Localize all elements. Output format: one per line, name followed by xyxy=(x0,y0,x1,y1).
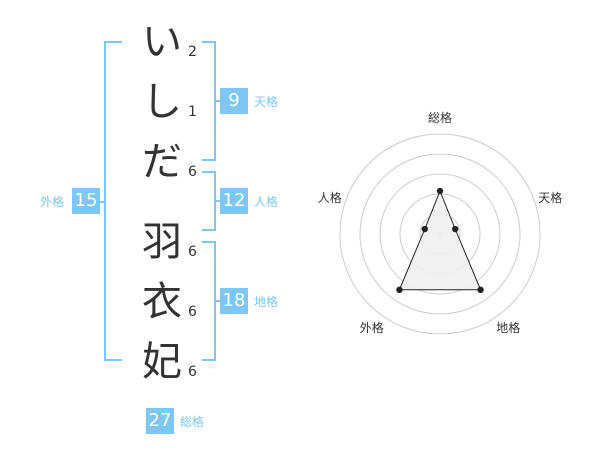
radar-ring-5 xyxy=(339,133,541,335)
name-char-1: い xyxy=(142,19,182,65)
stroke-count-3: 6 xyxy=(188,164,197,180)
name-char-4: 羽 xyxy=(142,219,182,265)
radar-axis-label-4: 人格 xyxy=(318,190,342,205)
gaikaku-badge: 15 xyxy=(72,188,100,214)
soukaku-label: 総格 xyxy=(180,415,205,429)
stroke-count-2: 1 xyxy=(188,104,197,120)
radar-axis-label-0: 総格 xyxy=(428,110,452,125)
tenkaku-connector xyxy=(216,100,222,102)
radar-axis-label-3: 外格 xyxy=(360,320,384,335)
stroke-count-5: 6 xyxy=(188,304,197,320)
name-char-6: 妃 xyxy=(142,339,182,385)
jinkaku-badge: 12 xyxy=(220,188,248,214)
radar-axis-label-2: 地格 xyxy=(496,320,520,335)
stroke-count-4: 6 xyxy=(188,244,197,260)
gaikaku-label: 外格 xyxy=(40,195,65,209)
chikaku-badge: 18 xyxy=(220,288,248,314)
jinkaku-connector xyxy=(216,200,222,202)
radar-point-2 xyxy=(477,286,484,294)
gaikaku-bracket xyxy=(104,41,122,361)
radar-area xyxy=(398,189,482,291)
tenkaku-label: 天格 xyxy=(254,95,279,109)
jinkaku-bracket xyxy=(202,171,216,231)
radar-point-0 xyxy=(436,187,444,195)
stroke-count-1: 2 xyxy=(188,44,197,60)
jinkaku-label: 人格 xyxy=(254,195,279,209)
radar-point-1 xyxy=(452,225,459,233)
gaikaku-connector xyxy=(100,201,106,203)
chikaku-connector xyxy=(216,300,222,302)
soukaku-badge: 27 xyxy=(146,408,174,434)
chikaku-bracket xyxy=(202,241,216,361)
name-char-5: 衣 xyxy=(142,279,182,325)
chikaku-label: 地格 xyxy=(254,295,279,309)
radar-ring-4 xyxy=(359,153,521,315)
radar-ring-3 xyxy=(379,173,501,295)
stroke-count-6: 6 xyxy=(188,364,197,380)
radar-points xyxy=(396,187,484,294)
radar-point-3 xyxy=(396,286,403,294)
tenkaku-bracket xyxy=(202,41,216,161)
name-char-3: だ xyxy=(142,139,182,185)
radar-axis-label-1: 天格 xyxy=(538,190,562,205)
name-char-2: し xyxy=(142,79,182,125)
tenkaku-badge: 9 xyxy=(220,88,248,114)
radar-point-4 xyxy=(421,225,428,233)
